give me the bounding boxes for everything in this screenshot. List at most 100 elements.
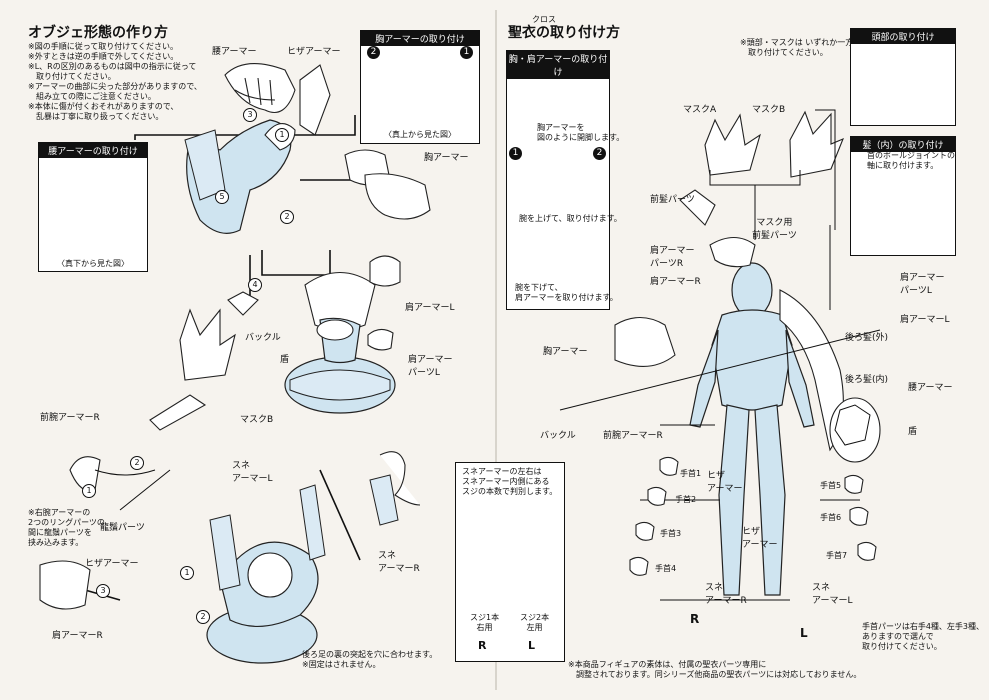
label-knee-armor-top: ヒザアーマー bbox=[287, 47, 341, 57]
chest-armor-right-drawing bbox=[614, 316, 676, 367]
step-number: 2 bbox=[280, 210, 294, 224]
hair-box-text: 首のボールジョイントの 軸に取り付けます。 bbox=[867, 151, 955, 170]
waist-armor-box-title: 腰アーマーの取り付け bbox=[39, 143, 147, 158]
shoulder-armor-r-drawing bbox=[39, 560, 91, 610]
title-ruby: クロス bbox=[532, 15, 556, 24]
forearm-note: ※右腕アーマーの 2つのリングパーツの 間に龍鬚パーツを 挟み込みます。 bbox=[28, 508, 105, 547]
left-notes: ※図の手順に従って取り付けてください。 ※外すときは逆の手順で外してください。 … bbox=[28, 42, 202, 122]
chest-armor-drawing bbox=[344, 149, 431, 220]
note-line: ※アーマーの曲部に尖った部分がありますので、 bbox=[28, 82, 202, 91]
label-shoulder-parts-l: 肩アーマー パーツL bbox=[408, 355, 453, 378]
label-shin-l: スネ アーマーL bbox=[812, 583, 853, 606]
side-label-r: R bbox=[690, 612, 700, 626]
label-mask-b: マスクB bbox=[240, 415, 274, 425]
head-box-title: 頭部の取り付け bbox=[851, 29, 955, 44]
label-shoulder-l: 肩アーマーL bbox=[405, 303, 455, 313]
forearm-r-drawing bbox=[69, 456, 156, 492]
step-number-filled: 2 bbox=[593, 147, 606, 160]
step-number: 1 bbox=[82, 484, 96, 498]
chest-shoulder-text-2: 腕を上げて、取り付けます。 bbox=[519, 214, 622, 223]
hair-box: 髪（内）の取り付け 首のボールジョイントの 軸に取り付けます。 bbox=[850, 136, 956, 256]
waist-armor-box: 腰アーマーの取り付け 〈真下から見た図〉 bbox=[38, 142, 148, 272]
step-number-filled: 1 bbox=[460, 46, 473, 59]
label-mask-front-hair: マスク用 前髪パーツ bbox=[752, 218, 797, 241]
note-line: ※L、Rの区別のあるものは図中の指示に従って bbox=[28, 62, 197, 71]
label-forearm-r: 前腕アーマーR bbox=[603, 431, 663, 441]
note-line: 乱暴は丁寧に取り扱ってください。 bbox=[28, 112, 164, 121]
label-forearm-r: 前腕アーマーR bbox=[40, 413, 100, 423]
label-chest-armor: 胸アーマー bbox=[543, 347, 588, 357]
label-front-hair: 前髪パーツ bbox=[650, 195, 695, 205]
step-number: 3 bbox=[243, 108, 257, 122]
figure-body-drawing bbox=[689, 262, 815, 596]
mask-b-drawing bbox=[149, 308, 236, 431]
step-number: 2 bbox=[130, 456, 144, 470]
dragon-body-drawing bbox=[206, 484, 326, 664]
hand-label: 手首1 bbox=[680, 469, 702, 478]
front-hair-drawing bbox=[679, 189, 756, 268]
knee-armor-drawing bbox=[299, 64, 331, 136]
label-buckle: バックル bbox=[540, 431, 576, 441]
hands-drawing bbox=[629, 456, 877, 576]
hand-label: 手首3 bbox=[660, 529, 682, 538]
hand-label: 手首5 bbox=[820, 481, 842, 490]
mask-a-drawing bbox=[704, 113, 761, 176]
label-waist-armor: 腰アーマー bbox=[908, 383, 953, 393]
label-knee-armor-1: ヒザ アーマー bbox=[707, 471, 743, 494]
note-line: ※図の手順に従って取り付けてください。 bbox=[28, 42, 179, 51]
label-knee-armor-bottom: ヒザアーマー bbox=[85, 559, 139, 569]
waist-armor-box-caption: 〈真下から見た図〉 bbox=[57, 259, 129, 268]
label-mask-a: マスクA bbox=[683, 105, 717, 115]
label-buckle: バックル bbox=[245, 333, 281, 343]
step-number: 3 bbox=[96, 584, 110, 598]
note-line: ※本体に傷が付くおそれがありますので、 bbox=[28, 102, 179, 111]
left-page-title: オブジェ形態の作り方 bbox=[28, 25, 168, 41]
hand-parts-note: 手首パーツは右手4種、左手3種、 ありますので選んで 取り付けてください。 bbox=[862, 622, 985, 651]
label-shin-l: スネ アーマーL bbox=[232, 461, 273, 484]
bottom-note: ※本商品フィギュアの素体は、付属の聖衣パーツ専用に 調整されております。同シリー… bbox=[568, 660, 862, 679]
step-number-filled: 1 bbox=[509, 147, 522, 160]
chest-shoulder-box-title: 胸・肩アーマーの取り付け bbox=[507, 51, 609, 79]
chest-armor-box-title: 胸アーマーの取り付け bbox=[361, 31, 479, 46]
waist-armor-drawing bbox=[224, 63, 296, 114]
step-number: 4 bbox=[248, 278, 262, 292]
label-shoulder-parts-l: 肩アーマー パーツL bbox=[900, 273, 945, 296]
shin-armor-box: スネアーマーの左右は スネアーマー内側にある スジの本数で判別します。 スジ1本… bbox=[455, 462, 565, 662]
shin-box-r-caption: スジ1本 右用 bbox=[470, 613, 500, 632]
label-shoulder-r: 肩アーマーR bbox=[52, 631, 103, 641]
label-shield: 盾 bbox=[908, 427, 918, 437]
right-page-title: 聖衣の取り付け方 bbox=[508, 25, 620, 41]
shield-drawing bbox=[829, 397, 881, 463]
hand-label: 手首7 bbox=[826, 551, 848, 560]
base-note: 後ろ足の裏の突起を穴に合わせます。 ※固定はされません。 bbox=[302, 650, 438, 669]
step-number: 1 bbox=[275, 128, 289, 142]
label-shin-r: スネ アーマーR bbox=[378, 551, 420, 574]
label-shield: 盾 bbox=[280, 355, 290, 365]
shin-box-r: R bbox=[478, 639, 487, 652]
chest-shoulder-text-1: 胸アーマーを 図のように開脚します。 bbox=[537, 123, 625, 142]
side-label-l: L bbox=[800, 626, 808, 640]
label-back-hair-out: 後ろ髪(外) bbox=[845, 333, 889, 343]
buckle-drawing bbox=[227, 291, 259, 316]
hand-label: 手首6 bbox=[820, 513, 842, 522]
shin-armor-r-drawing bbox=[369, 451, 421, 526]
label-mask-b: マスクB bbox=[752, 105, 786, 115]
hand-label: 手首4 bbox=[655, 564, 677, 573]
step-number-filled: 2 bbox=[367, 46, 380, 59]
step-number: 1 bbox=[180, 566, 194, 580]
shin-box-text: スネアーマーの左右は スネアーマー内側にある スジの本数で判別します。 bbox=[462, 467, 558, 496]
object-form-stand-drawing bbox=[284, 272, 396, 414]
note-line: ※外すときは逆の手順で外してください。 bbox=[28, 52, 179, 61]
label-chest-armor: 胸アーマー bbox=[424, 153, 469, 163]
label-shin-r: スネ アーマーR bbox=[705, 583, 747, 606]
chest-shoulder-box: 胸・肩アーマーの取り付け 胸アーマーを 図のように開脚します。 1 2 腕を上げ… bbox=[506, 50, 624, 310]
chest-shoulder-text-3: 腕を下げて、 肩アーマーを取り付けます。 bbox=[515, 283, 618, 302]
chest-armor-box-caption: 〈真上から見た図〉 bbox=[384, 130, 456, 139]
label-shoulder-l: 肩アーマーL bbox=[900, 315, 950, 325]
head-mask-note: ※頭部・マスクは いずれか一方を選んで 取り付けてください。 bbox=[740, 38, 885, 57]
shoulder-armor-l-drawing bbox=[367, 255, 401, 351]
shin-box-l-caption: スジ2本 左用 bbox=[520, 613, 550, 632]
hair-box-title: 髪（内）の取り付け bbox=[851, 137, 955, 152]
head-box: 頭部の取り付け bbox=[850, 28, 956, 126]
